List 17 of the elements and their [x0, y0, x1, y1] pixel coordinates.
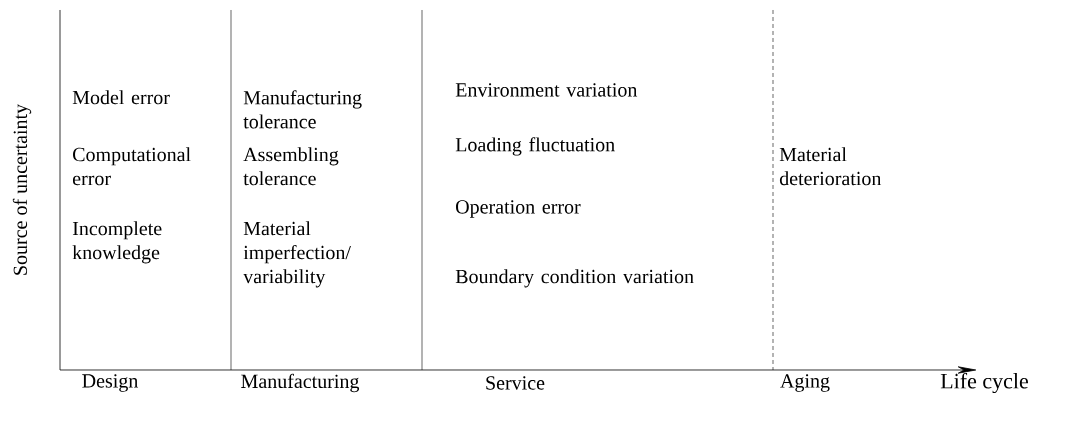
phase-label: Aging	[780, 374, 830, 392]
phase-label: Service	[486, 376, 545, 390]
uncertainty-source: Environment variation	[455, 83, 638, 97]
phase-label: Manufacturing	[241, 373, 360, 393]
uncertainty-source: Material imperfection/ variability	[243, 221, 351, 288]
phase-label: Design	[82, 374, 138, 392]
uncertainty-source: Boundary condition variation	[455, 269, 694, 288]
uncertainty-source: Manufacturing tolerance	[243, 90, 362, 129]
axis-title: Life cycle	[940, 372, 1028, 394]
uncertainty-source: Incomplete knowledge	[72, 221, 162, 264]
uncertainty-source: Model error	[72, 90, 170, 105]
uncertainty-source: Material deterioration	[779, 147, 882, 186]
uncertainty-source: Loading fluctuation	[455, 137, 615, 156]
axis-title: Source of uncertainty	[12, 103, 32, 275]
uncertainty-source: Operation error	[456, 200, 581, 218]
uncertainty-source: Assembling tolerance	[243, 147, 339, 186]
uncertainty-source: Computational error	[73, 147, 191, 186]
